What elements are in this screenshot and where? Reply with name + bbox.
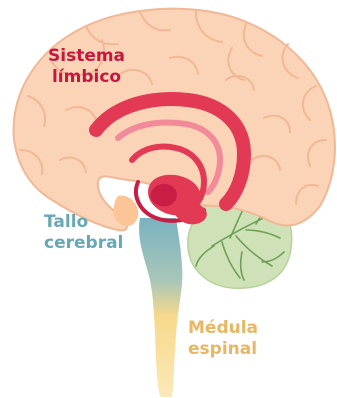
brainstem-label-line2: cerebral: [44, 233, 123, 254]
brainstem-label: Tallo cerebral: [44, 212, 123, 254]
limbic-system-label-line2: límbico: [48, 67, 125, 88]
spinal-cord-label-line2: espinal: [188, 339, 258, 360]
spinal-cord-label-line1: Médula: [188, 318, 258, 339]
limbic-system-label-line1: Sistema: [48, 46, 125, 67]
limbic-system-label: Sistema límbico: [48, 46, 125, 88]
brainstem-label-line1: Tallo: [44, 212, 123, 233]
spinal-cord: [139, 218, 182, 397]
spinal-cord-label: Médula espinal: [188, 318, 258, 360]
